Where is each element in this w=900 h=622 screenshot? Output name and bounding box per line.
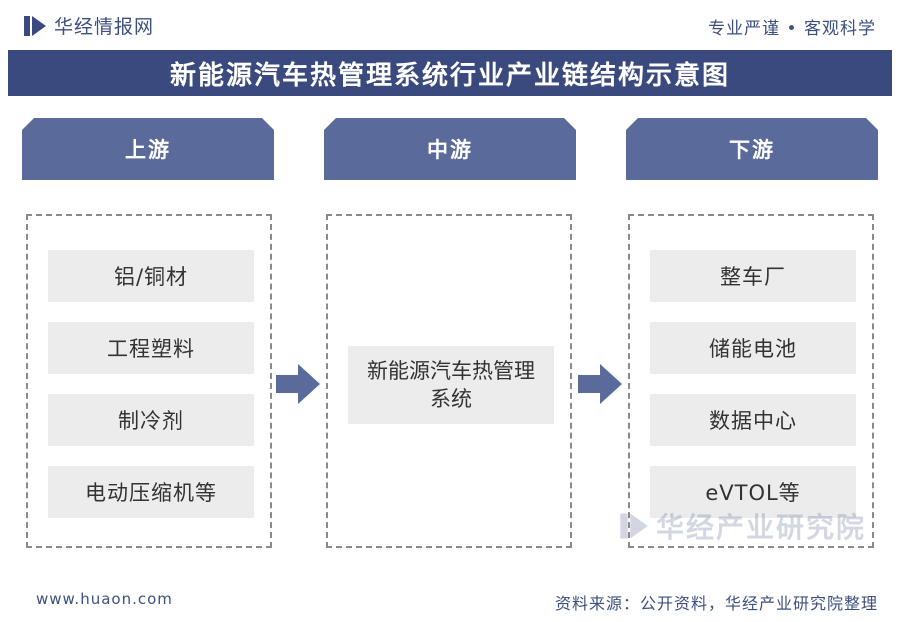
tab-upstream: 上游 xyxy=(22,118,274,180)
brand-logo: 华经情报网 xyxy=(24,12,154,39)
list-item-upstream: 铝/铜材 xyxy=(48,250,254,302)
tab-downstream: 下游 xyxy=(626,118,878,180)
watermark: 华经产业研究院 xyxy=(620,506,866,546)
list-item-upstream: 电动压缩机等 xyxy=(48,466,254,518)
downstream-box: 整车厂 储能电池 数据中心 eVTOL等 xyxy=(628,214,874,548)
huaon-logo-icon xyxy=(24,15,46,36)
list-item-downstream: 整车厂 xyxy=(650,250,856,302)
list-item-downstream: 储能电池 xyxy=(650,322,856,374)
footer-source: 资料来源：公开资料，华经产业研究院整理 xyxy=(554,594,878,613)
tab-midstream: 中游 xyxy=(324,118,576,180)
slogan: 专业严谨 • 客观科学 xyxy=(708,19,876,39)
list-item-downstream: 数据中心 xyxy=(650,394,856,446)
page-title: 新能源汽车热管理系统行业产业链结构示意图 xyxy=(8,50,892,96)
watermark-text: 华经产业研究院 xyxy=(656,511,867,544)
watermark-logo-icon xyxy=(620,513,648,539)
list-item-downstream: eVTOL等 xyxy=(650,466,856,518)
right-arrow-icon xyxy=(276,364,320,404)
upstream-box: 铝/铜材 工程塑料 制冷剂 电动压缩机等 xyxy=(26,214,272,548)
brand-name: 华经情报网 xyxy=(54,16,155,38)
right-arrow-icon xyxy=(578,364,622,404)
midstream-box: 新能源汽车热管理系统 xyxy=(326,214,572,548)
list-item-upstream: 工程塑料 xyxy=(48,322,254,374)
footer-url[interactable]: www.huaon.com xyxy=(36,590,173,608)
list-item-upstream: 制冷剂 xyxy=(48,394,254,446)
list-item-midstream: 新能源汽车热管理系统 xyxy=(348,346,554,424)
